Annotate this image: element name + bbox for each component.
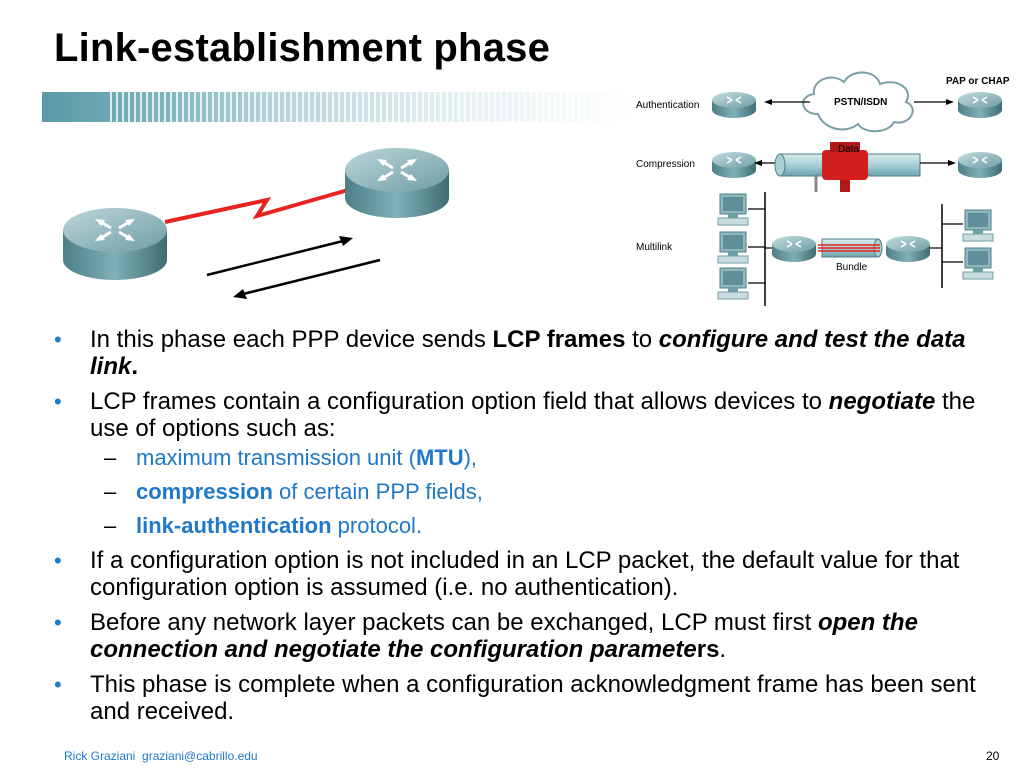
multilink-label: Multilink: [636, 242, 673, 253]
router-icon: [957, 91, 1003, 119]
router-icon: [885, 235, 931, 263]
sub-bullet-list: –maximum transmission unit (MTU), –compr…: [90, 445, 980, 538]
bundle-label: Bundle: [836, 262, 868, 273]
bullet-item: • Before any network layer packets can b…: [54, 609, 918, 663]
pc-icon: [717, 231, 749, 264]
router-icon: [771, 235, 817, 263]
bullet-item: • If a configuration option is not inclu…: [54, 547, 960, 601]
serial-link-icon: [164, 186, 356, 224]
right-arrow-icon: [206, 236, 353, 277]
footer-credit: Rick Graziani graziani@cabrillo.edu: [64, 749, 258, 763]
sub-bullet-item: –compression of certain PPP fields,: [104, 479, 483, 504]
bullet-item: • In this phase each PPP device sends LC…: [54, 326, 966, 380]
pc-icon: [717, 267, 749, 300]
bullet-icon: •: [54, 327, 62, 352]
slide-title: Link-establishment phase: [54, 26, 551, 70]
bullet-icon: •: [54, 389, 62, 414]
decorative-header-stripes: [110, 92, 632, 122]
router-icon: [63, 208, 167, 280]
bullet-item: • This phase is complete when a configur…: [54, 671, 976, 725]
cloud-icon: [802, 71, 914, 133]
pap-chap-label: PAP or CHAP: [946, 76, 1010, 87]
pstn-isdn-label: PSTN/ISDN: [834, 97, 887, 108]
router-icon: [711, 91, 757, 119]
ppp-link-diagram: [63, 148, 449, 299]
sub-bullet-item: –maximum transmission unit (MTU),: [104, 445, 478, 470]
compression-label: Compression: [636, 159, 695, 170]
page-number: 20: [986, 749, 1000, 763]
router-icon: [345, 148, 449, 218]
bundle-pipe-icon: [818, 238, 883, 258]
footer-email: graziani@cabrillo.edu: [142, 749, 258, 763]
data-label: Data: [838, 144, 860, 155]
footer-author: Rick Graziani: [64, 749, 136, 763]
bullet-item: • LCP frames contain a configuration opt…: [50, 388, 980, 538]
bullet-icon: •: [54, 610, 62, 635]
authentication-label: Authentication: [636, 100, 699, 111]
bullet-list: • In this phase each PPP device sends LC…: [50, 326, 980, 733]
left-arrow-icon: [233, 258, 381, 299]
bullet-icon: •: [54, 672, 62, 697]
router-icon: [957, 151, 1003, 179]
bullet-icon: •: [54, 548, 62, 573]
sub-bullet-item: –link-authentication protocol.: [104, 513, 423, 538]
pc-icon: [717, 193, 749, 226]
lcp-options-diagram: Authentication PSTN/ISDN PAP or CHAP Com…: [636, 71, 1010, 306]
pc-icon: [962, 247, 994, 280]
compression-pipe-icon: [774, 142, 921, 192]
router-icon: [711, 151, 757, 179]
pc-icon: [962, 209, 994, 242]
